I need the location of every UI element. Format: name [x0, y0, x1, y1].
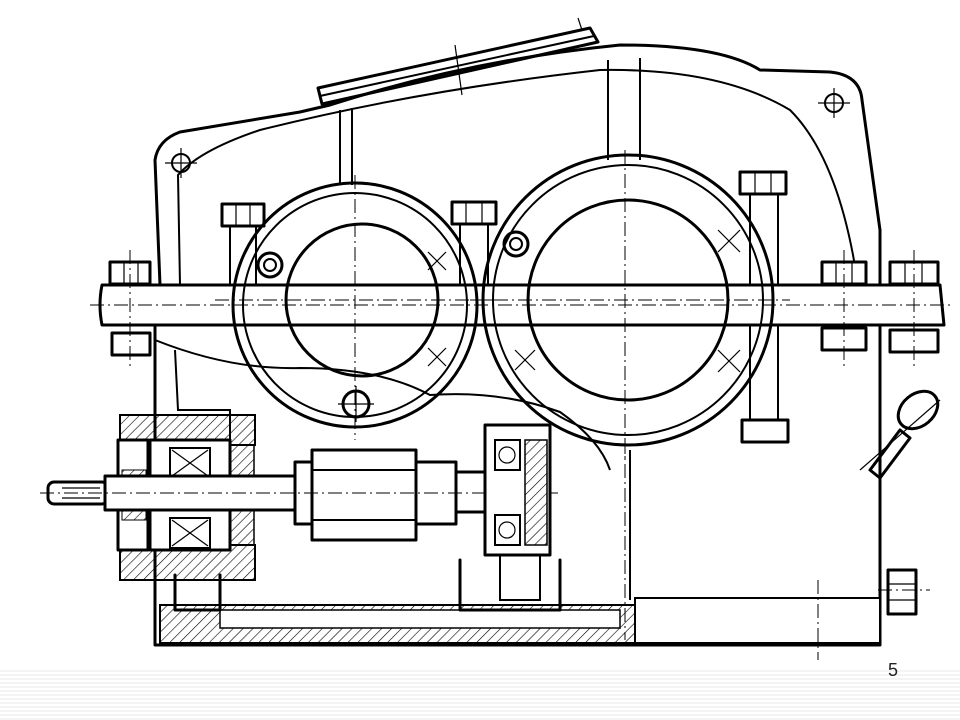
upper-housing-cover — [153, 43, 882, 287]
drain-plug — [878, 568, 930, 616]
flange-bolt-right-1 — [820, 250, 868, 370]
boss-bolt-2 — [450, 200, 498, 285]
housing-flange — [98, 283, 946, 327]
output-bearing — [483, 423, 552, 601]
boss-bolt-1 — [220, 202, 266, 285]
boss-bolt-4 — [740, 325, 790, 444]
gear-right — [470, 150, 790, 460]
boss-bolt-3 — [738, 170, 788, 285]
worm-gear-hub — [310, 448, 418, 542]
flange-bolt-right-2 — [888, 250, 940, 370]
flange-bolt-left — [108, 250, 152, 370]
page-number: 5 — [888, 660, 899, 680]
oil-dipstick — [859, 389, 941, 480]
footer-band — [0, 670, 960, 720]
nut-left — [256, 251, 284, 279]
nut-right — [502, 230, 530, 258]
inspection-cover — [316, 26, 600, 106]
